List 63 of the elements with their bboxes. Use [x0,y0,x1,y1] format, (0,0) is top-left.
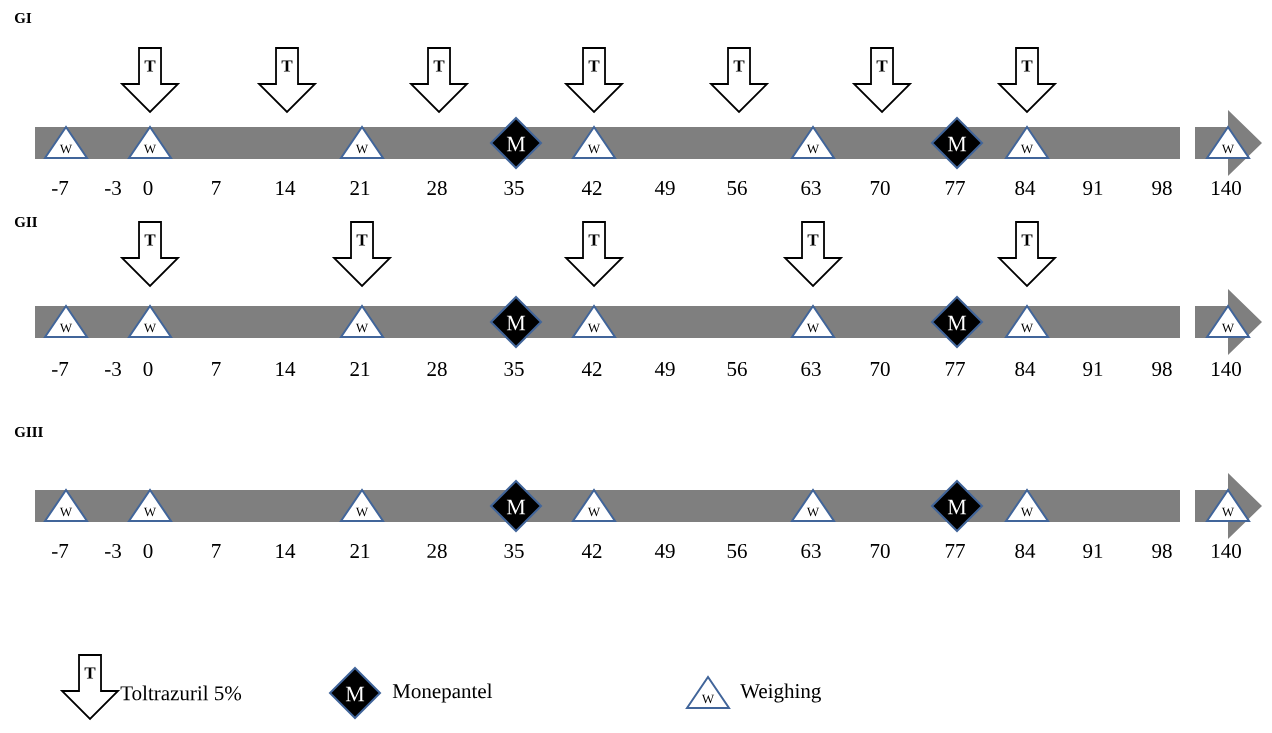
tick-label: 77 [945,544,965,558]
tick-label: 91 [1083,361,1103,377]
tick-label: 98 [1152,361,1172,377]
tick-label: 91 [1083,180,1103,196]
tick-label: 0 [143,543,153,559]
tick-label: 35 [504,543,524,559]
tick-label: 77 [945,181,965,195]
tick-label: 70 [870,543,890,559]
tick-label: 91 [1083,543,1103,559]
tick-label: -7 [52,362,69,376]
node-label: W [1221,144,1235,154]
tick-label: 14 [276,544,296,558]
node-label: W [1221,323,1235,333]
tick-label: 140 [1212,543,1241,559]
group-label: GIII [14,426,43,438]
legend-text: Monepantel [392,683,493,703]
legend-text: Toltrazuril 5% [120,685,242,701]
tick-label: -3 [105,543,121,559]
tick-label: 21 [350,544,370,558]
tick-label: 28 [427,361,447,377]
tick-label: 0 [143,180,153,196]
group-label: GI [14,12,32,24]
tick-label: 63 [801,361,821,377]
tick-label: 84 [1015,180,1036,196]
tick-label: 21 [350,181,370,195]
tick-label: 49 [654,361,675,377]
tick-label: 14 [276,362,296,376]
tick-label: 98 [1152,180,1172,196]
tick-label: -3 [105,180,121,196]
tick-label: 77 [945,362,965,376]
tick-label: 140 [1212,180,1241,196]
tick-label: 70 [870,361,890,377]
tick-label: 7 [212,544,221,558]
tick-label: 84 [1015,361,1036,377]
tick-label: 140 [1212,361,1241,377]
tick-label: 0 [143,361,153,377]
node-label: W [1221,507,1235,517]
tick-label: 56 [727,180,747,196]
tick-label: 14 [276,181,296,195]
tick-label: 49 [654,543,675,559]
tick-label: -3 [105,361,121,377]
tick-label: -7 [52,181,69,195]
tick-label: 35 [504,361,524,377]
tick-label: 98 [1152,543,1172,559]
group-label: GII [14,216,38,228]
tick-label: 28 [427,180,447,196]
tick-label: 28 [427,543,447,559]
tick-label: 84 [1015,543,1036,559]
tick-label: 21 [350,362,370,376]
tick-label: 70 [870,180,890,196]
tick-label: 56 [727,361,747,377]
tick-label: -7 [52,544,69,558]
tick-label: 35 [504,180,524,196]
tick-label: 42 [581,181,602,195]
tick-label: 56 [727,543,747,559]
legend-text: Weighing [740,683,821,703]
tick-label: 49 [654,180,675,196]
tick-label: 63 [801,543,821,559]
tick-label: 42 [581,544,602,558]
tick-label: 63 [801,180,821,196]
tick-label: 42 [581,362,602,376]
tick-label: 7 [212,181,221,195]
tick-label: 7 [212,362,221,376]
